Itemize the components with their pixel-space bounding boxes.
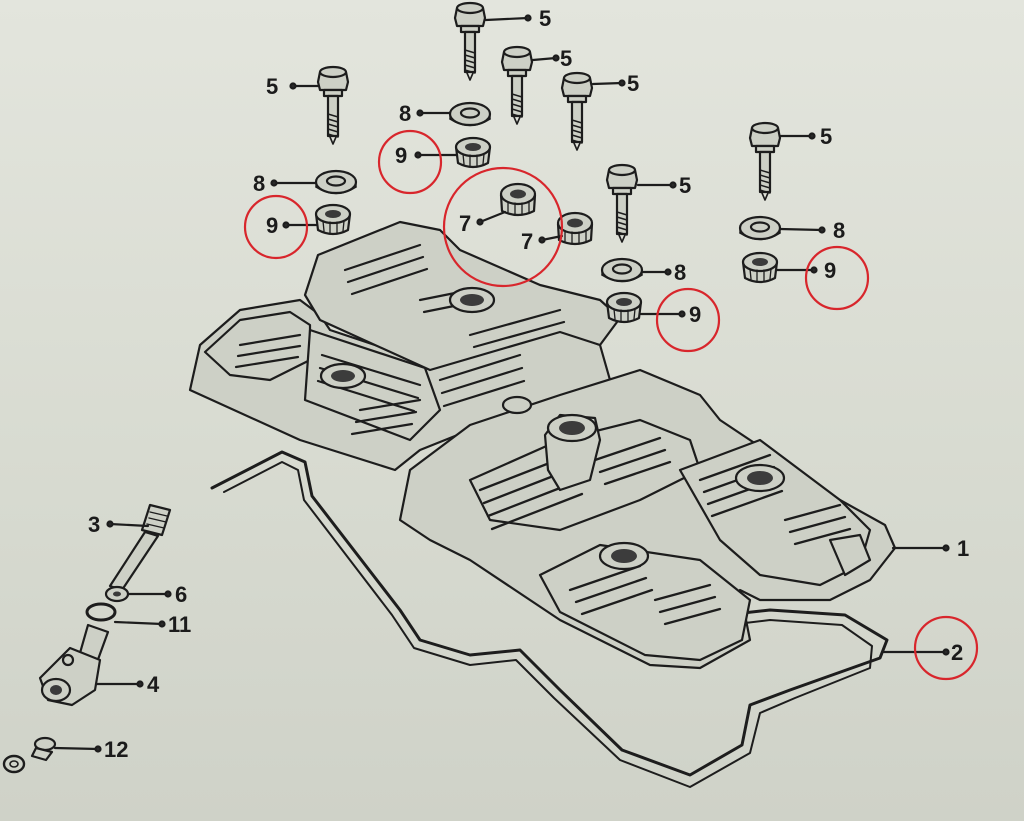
drive-gear-shaft — [108, 503, 172, 592]
highlight-circle — [442, 166, 564, 288]
shaft-washer — [104, 585, 130, 603]
highlight-circle — [377, 129, 443, 195]
callout-8: 8 — [399, 101, 411, 126]
grommet — [741, 251, 779, 284]
callout-5: 5 — [820, 124, 832, 149]
callout-7: 7 — [459, 211, 471, 236]
callout-7: 7 — [521, 229, 533, 254]
callout-2: 2 — [951, 640, 963, 665]
grommet-small — [556, 211, 594, 246]
callout-5: 5 — [560, 46, 572, 71]
highlight-circle — [913, 615, 979, 681]
callout-12: 12 — [104, 737, 128, 762]
washer — [314, 169, 358, 195]
callout-5: 5 — [266, 74, 278, 99]
bolt — [605, 163, 639, 244]
callout-11: 11 — [168, 612, 191, 637]
callout-1: 1 — [957, 536, 969, 561]
callout-8: 8 — [253, 171, 265, 196]
callout-9: 9 — [689, 302, 701, 327]
callout-9: 9 — [266, 213, 278, 238]
callout-8: 8 — [833, 218, 845, 243]
callout-5: 5 — [539, 6, 551, 31]
cylinder-head-cover-back — [303, 220, 622, 372]
washer — [600, 257, 644, 283]
highlight-circle — [804, 245, 870, 311]
highlight-circles — [243, 129, 979, 681]
grommet — [605, 291, 643, 324]
callout-9: 9 — [824, 258, 836, 283]
callout-8: 8 — [674, 260, 686, 285]
grommet — [314, 203, 352, 236]
washer — [738, 215, 782, 241]
gearbox-housing — [38, 623, 110, 707]
leader-lines — [53, 14, 950, 753]
callout-4: 4 — [147, 672, 160, 697]
highlight-circle — [243, 194, 309, 260]
callout-3: 3 — [88, 512, 100, 537]
bolt — [560, 71, 594, 152]
callout-5: 5 — [679, 173, 691, 198]
o-ring — [85, 602, 117, 622]
bolt — [500, 45, 534, 126]
callout-9: 9 — [395, 143, 407, 168]
bolt — [316, 65, 350, 146]
highlight-circle — [655, 287, 721, 353]
callout-6: 6 — [175, 582, 187, 607]
grommet-small — [499, 182, 537, 217]
cylinder-head-cover-front — [398, 368, 897, 670]
bolt — [453, 1, 487, 82]
callout-5: 5 — [627, 71, 639, 96]
grommet — [454, 136, 492, 169]
gasket-outline — [210, 450, 889, 788]
washer — [448, 101, 492, 127]
small-screw — [2, 736, 57, 774]
callout-labels: 5 5 5 5 5 5 8 8 8 8 9 9 9 9 7 7 1 2 3 6 … — [88, 6, 969, 762]
bolt — [748, 121, 782, 202]
